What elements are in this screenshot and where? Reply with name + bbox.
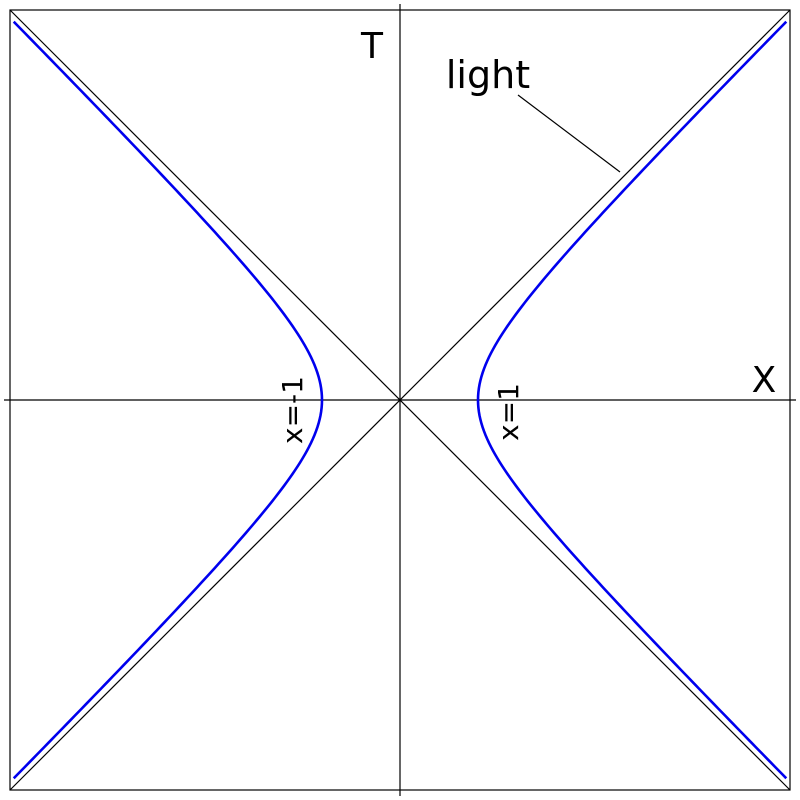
light-line-falling [9, 9, 791, 791]
x-axis-label: X [752, 360, 777, 401]
t-axis-label: T [360, 26, 384, 67]
hyperbola-right [476, 20, 788, 780]
hyperbola-left [12, 20, 324, 780]
hyperbola-label-right: x=1 [492, 383, 525, 441]
hyperbola-label-left: x=-1 [276, 376, 309, 444]
light-label-leader [517, 94, 621, 173]
light-label: light [446, 53, 530, 97]
